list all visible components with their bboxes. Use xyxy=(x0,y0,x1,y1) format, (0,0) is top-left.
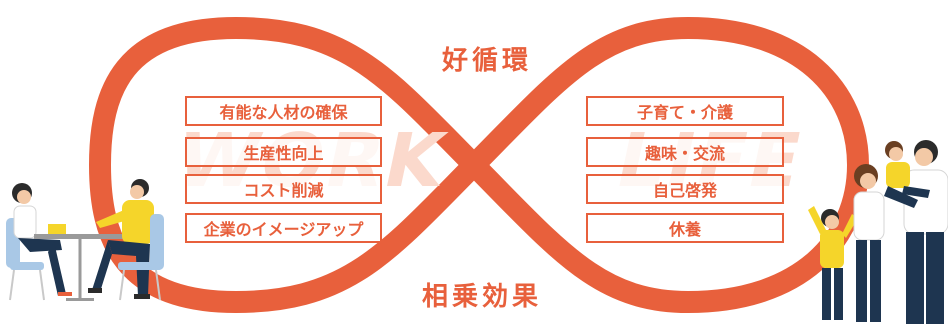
virtuous-cycle-heading: 好循環 xyxy=(442,46,533,76)
life-item-hobby: 趣味・交流 xyxy=(586,137,784,167)
toddler-figure xyxy=(884,141,930,208)
child-figure xyxy=(808,206,858,320)
meeting-table xyxy=(34,224,126,301)
work-item-talent: 有能な人材の確保 xyxy=(185,96,382,126)
father-figure xyxy=(903,140,948,324)
man-figure xyxy=(88,179,154,299)
work-item-productivity: 生産性向上 xyxy=(185,137,382,167)
woman-figure xyxy=(12,183,72,296)
life-item-self-development: 自己啓発 xyxy=(586,174,784,204)
right-chair xyxy=(118,214,164,301)
work-item-image: 企業のイメージアップ xyxy=(185,213,382,243)
life-item-childcare: 子育て・介護 xyxy=(586,96,784,126)
work-item-cost: コスト削減 xyxy=(185,174,382,204)
left-chair xyxy=(6,218,45,301)
mother-figure xyxy=(853,164,885,322)
synergy-heading: 相乗効果 xyxy=(422,282,543,312)
life-item-rest: 休養 xyxy=(586,213,784,243)
